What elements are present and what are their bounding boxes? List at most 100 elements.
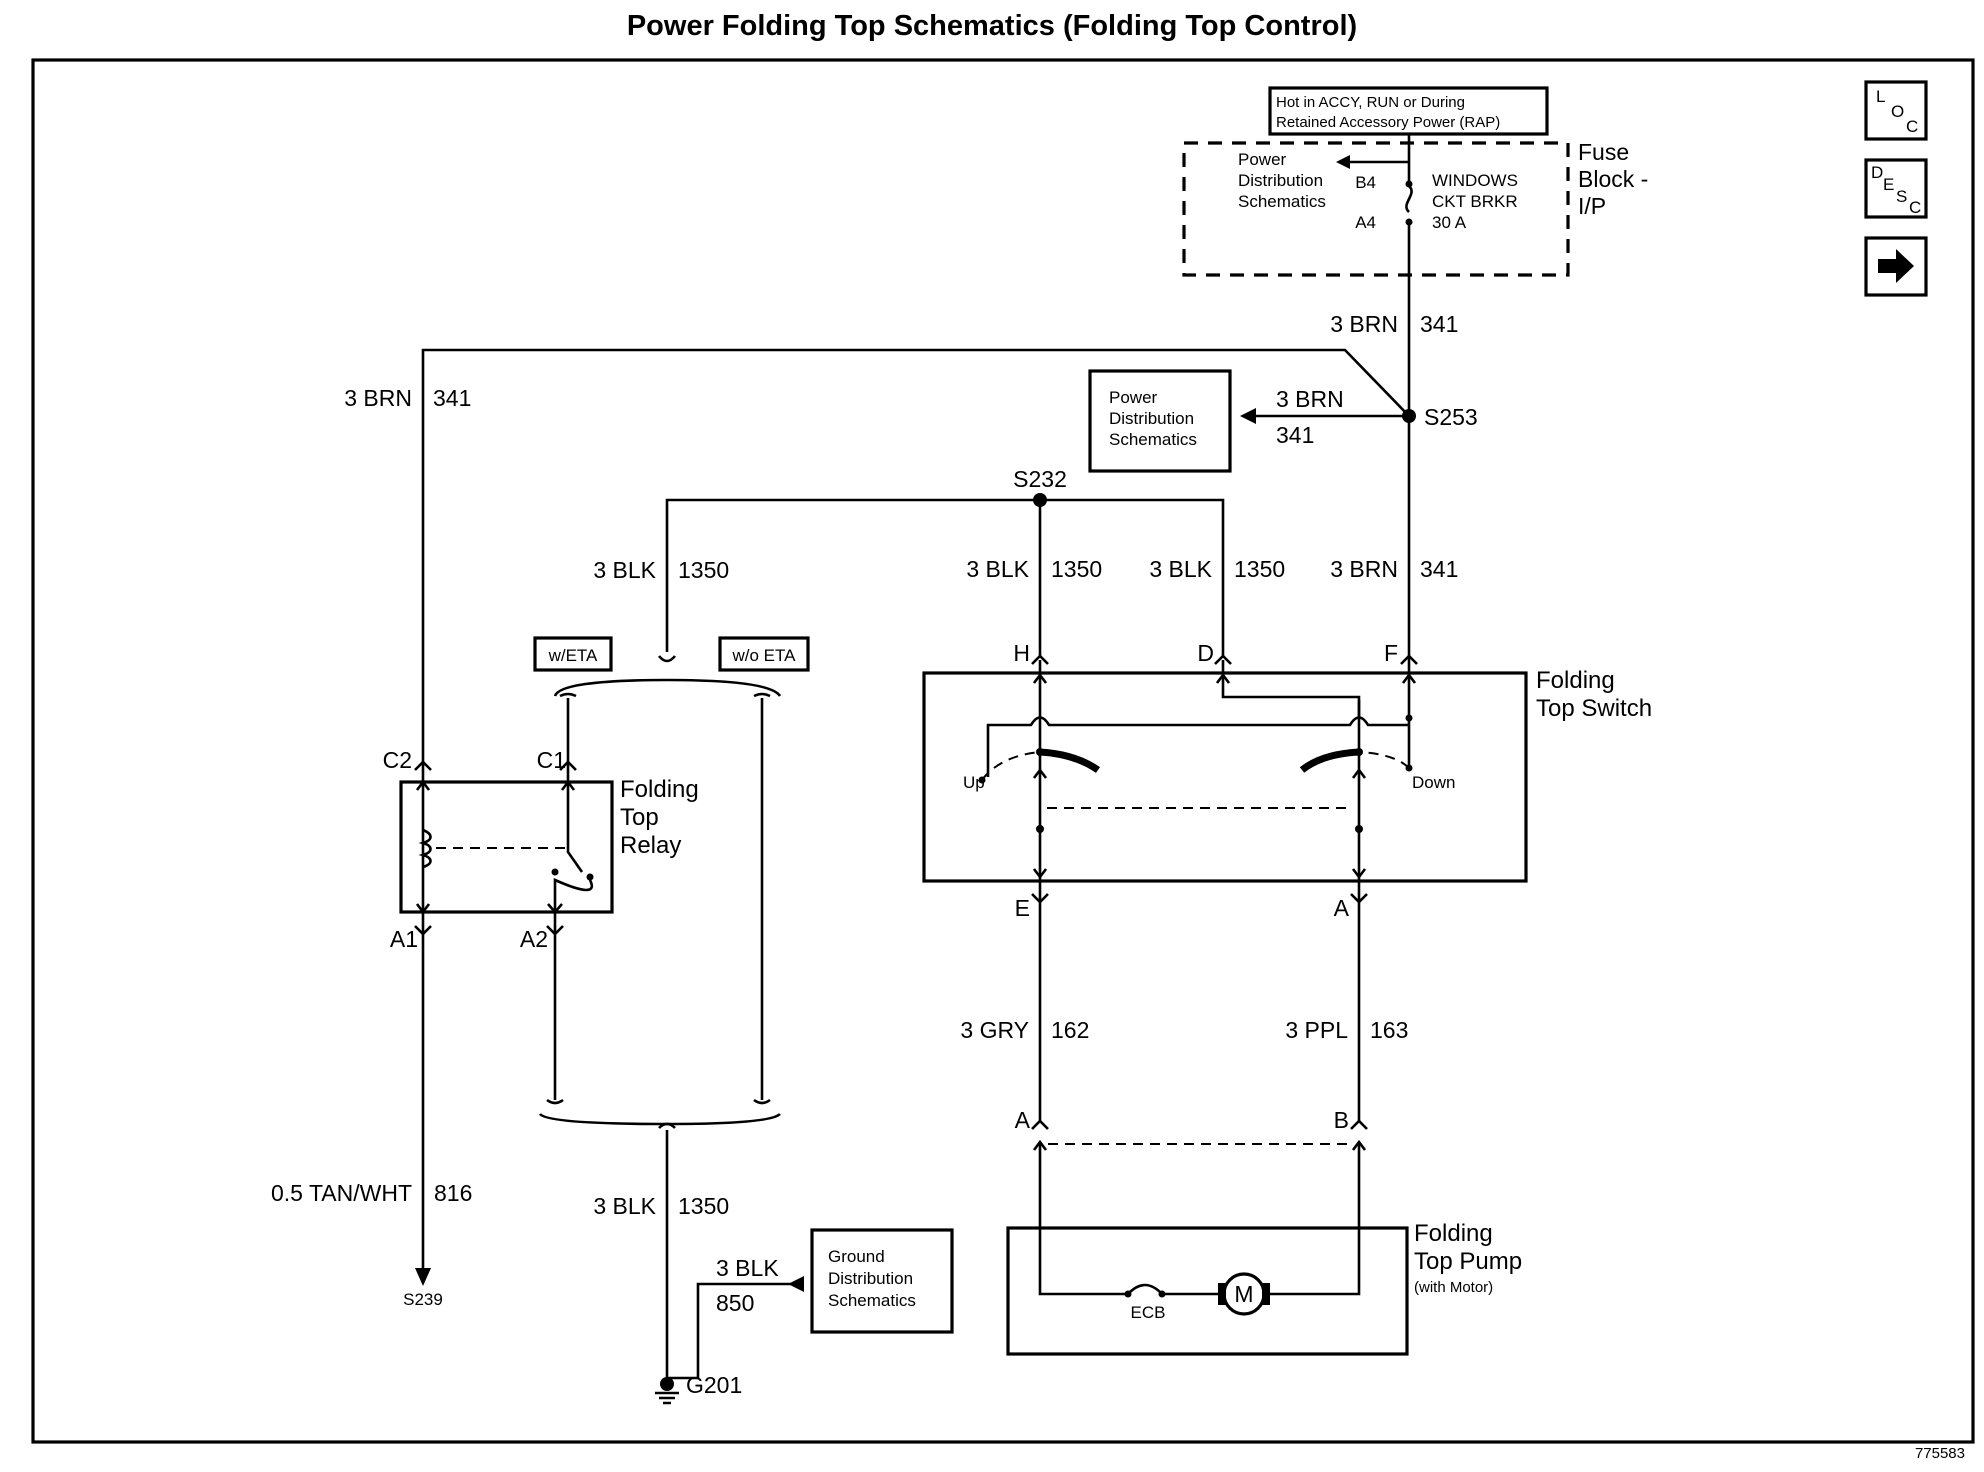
svg-text:Folding: Folding [1414, 1220, 1493, 1247]
svg-text:850: 850 [716, 1290, 754, 1316]
svg-text:3 BRN: 3 BRN [1276, 386, 1344, 412]
svg-text:w/o ETA: w/o ETA [732, 646, 797, 665]
wire-label-blk-d: 3 BLK 1350 [1149, 556, 1285, 582]
svg-text:Schematics: Schematics [1238, 192, 1326, 211]
svg-text:E: E [1883, 175, 1894, 194]
hot-in-label: Hot in ACCY, RUN or During Retained Acce… [1268, 86, 1549, 136]
svg-text:341: 341 [1420, 556, 1458, 582]
splice-s253-label: S253 [1424, 404, 1478, 430]
svg-text:L: L [1876, 87, 1885, 106]
svg-text:(with Motor): (with Motor) [1414, 1279, 1493, 1296]
svg-text:816: 816 [434, 1180, 472, 1206]
svg-text:Folding: Folding [1536, 667, 1615, 694]
next-page-button[interactable] [1864, 236, 1928, 297]
svg-text:Top Switch: Top Switch [1536, 695, 1652, 722]
svg-text:Power: Power [1238, 150, 1287, 169]
folding-top-switch: Folding Top Switch H D F E A Up Down [922, 640, 1652, 921]
svg-text:Top: Top [620, 804, 659, 831]
svg-text:Distribution: Distribution [1238, 171, 1323, 190]
svg-text:3 BLK: 3 BLK [716, 1255, 779, 1281]
svg-text:3 BLK: 3 BLK [593, 557, 656, 583]
power-distribution-box[interactable]: Power Distribution Schematics [1088, 369, 1232, 473]
ground-g201: G201 [655, 1372, 742, 1405]
splice-s232-label: S232 [1013, 466, 1067, 492]
svg-text:3 BRN: 3 BRN [1330, 556, 1398, 582]
svg-text:341: 341 [433, 385, 471, 411]
svg-text:O: O [1891, 102, 1904, 121]
svg-text:341: 341 [1420, 311, 1458, 337]
wire-label-gry: 3 GRY 162 [960, 1017, 1089, 1043]
svg-text:Ground: Ground [828, 1247, 885, 1266]
loc-button[interactable]: L O C [1864, 80, 1928, 141]
wire-label-top-brn: 3 BRN 341 [1330, 311, 1458, 337]
svg-text:F: F [1384, 640, 1398, 666]
svg-text:3 BLK: 3 BLK [593, 1193, 656, 1219]
wire-label-blk-ground: 3 BLK 850 [716, 1255, 779, 1316]
svg-text:A1: A1 [390, 926, 418, 952]
svg-text:1350: 1350 [1234, 556, 1285, 582]
wire-label-blk-bottom: 3 BLK 1350 [593, 1193, 729, 1219]
svg-text:C: C [1909, 198, 1921, 217]
svg-text:w/ETA: w/ETA [548, 646, 598, 665]
svg-text:Distribution: Distribution [1109, 409, 1194, 428]
pump-pin-b: B [1334, 1107, 1349, 1133]
svg-text:1350: 1350 [678, 1193, 729, 1219]
svg-text:Schematics: Schematics [828, 1291, 916, 1310]
doc-number: 775583 [1915, 1445, 1965, 1462]
svg-text:A4: A4 [1355, 213, 1376, 232]
folding-top-pump: Folding Top Pump (with Motor) ECB M [1006, 1142, 1522, 1356]
svg-text:162: 162 [1051, 1017, 1089, 1043]
wire-label-brn-f: 3 BRN 341 [1330, 556, 1458, 582]
svg-text:G201: G201 [686, 1372, 742, 1398]
arrow-right-icon [1878, 249, 1914, 283]
fuse-block-ip: Fuse Block - I/P Power Distribution Sche… [1182, 134, 1648, 277]
svg-text:3 BRN: 3 BRN [1330, 311, 1398, 337]
option-without-eta: w/o ETA [718, 636, 810, 672]
svg-text:Distribution: Distribution [828, 1269, 913, 1288]
svg-text:1350: 1350 [678, 557, 729, 583]
folding-top-relay: Folding Top Relay C2 C1 A1 A2 [383, 747, 699, 952]
svg-text:3 GRY: 3 GRY [960, 1017, 1029, 1043]
wire-label-tan: 0.5 TAN/WHT 816 [271, 1180, 472, 1206]
wire-label-pdist-brn: 3 BRN 341 [1276, 386, 1344, 448]
svg-text:3 PPL: 3 PPL [1285, 1017, 1348, 1043]
ground-distribution-box[interactable]: Ground Distribution Schematics [810, 1228, 954, 1334]
svg-text:Fuse: Fuse [1578, 139, 1629, 165]
splice-s239-label: S239 [403, 1290, 443, 1309]
svg-text:D: D [1197, 640, 1214, 666]
svg-text:WINDOWS: WINDOWS [1432, 171, 1518, 190]
svg-text:ECB: ECB [1131, 1303, 1166, 1322]
svg-text:Down: Down [1412, 773, 1455, 792]
page-title: Power Folding Top Schematics (Folding To… [626, 10, 1358, 42]
desc-button[interactable]: D E S C [1864, 158, 1928, 219]
option-with-eta: w/ETA [533, 636, 613, 672]
svg-text:163: 163 [1370, 1017, 1408, 1043]
ecb-symbol [1127, 1283, 1163, 1295]
diagram-frame [31, 58, 1975, 1444]
svg-text:B4: B4 [1355, 173, 1376, 192]
wire-blk-850 [667, 1282, 792, 1380]
svg-text:D: D [1871, 163, 1883, 182]
svg-text:A2: A2 [520, 926, 548, 952]
svg-text:Block -: Block - [1578, 166, 1648, 192]
svg-text:0.5 TAN/WHT: 0.5 TAN/WHT [271, 1180, 412, 1206]
svg-text:CKT BRKR: CKT BRKR [1432, 192, 1518, 211]
wire-brn-341-to-relay [421, 348, 1410, 762]
svg-text:341: 341 [1276, 422, 1314, 448]
svg-text:1350: 1350 [1051, 556, 1102, 582]
svg-text:S: S [1896, 187, 1907, 206]
svg-text:3 BLK: 3 BLK [966, 556, 1029, 582]
svg-text:3 BRN: 3 BRN [344, 385, 412, 411]
svg-text:3 BLK: 3 BLK [1149, 556, 1212, 582]
svg-text:Power: Power [1109, 388, 1158, 407]
svg-text:Schematics: Schematics [1109, 430, 1197, 449]
svg-text:Up: Up [963, 773, 985, 792]
svg-text:30 A: 30 A [1432, 213, 1467, 232]
svg-text:Top Pump: Top Pump [1414, 1248, 1522, 1275]
wire-label-left-brn: 3 BRN 341 [344, 385, 471, 411]
svg-text:C: C [1906, 117, 1918, 136]
svg-text:Relay: Relay [620, 832, 681, 859]
wire-label-blk-h: 3 BLK 1350 [966, 556, 1102, 582]
svg-text:C2: C2 [383, 747, 412, 773]
